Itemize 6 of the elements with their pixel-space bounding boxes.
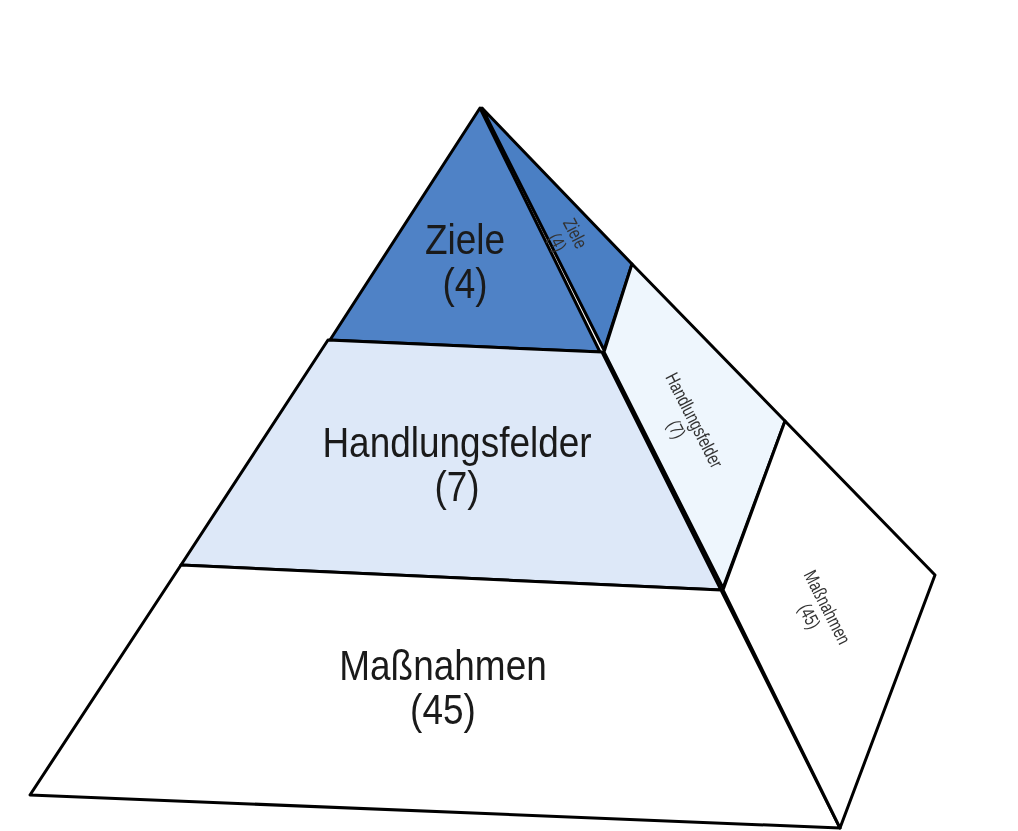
- tier-count: (4): [442, 262, 488, 307]
- tier-count: (7): [434, 465, 480, 510]
- tier-count: (45): [410, 688, 476, 733]
- tier-title: Handlungsfelder: [322, 420, 592, 465]
- tier-title: Ziele: [424, 217, 506, 262]
- tier-title: Maßnahmen: [339, 643, 547, 688]
